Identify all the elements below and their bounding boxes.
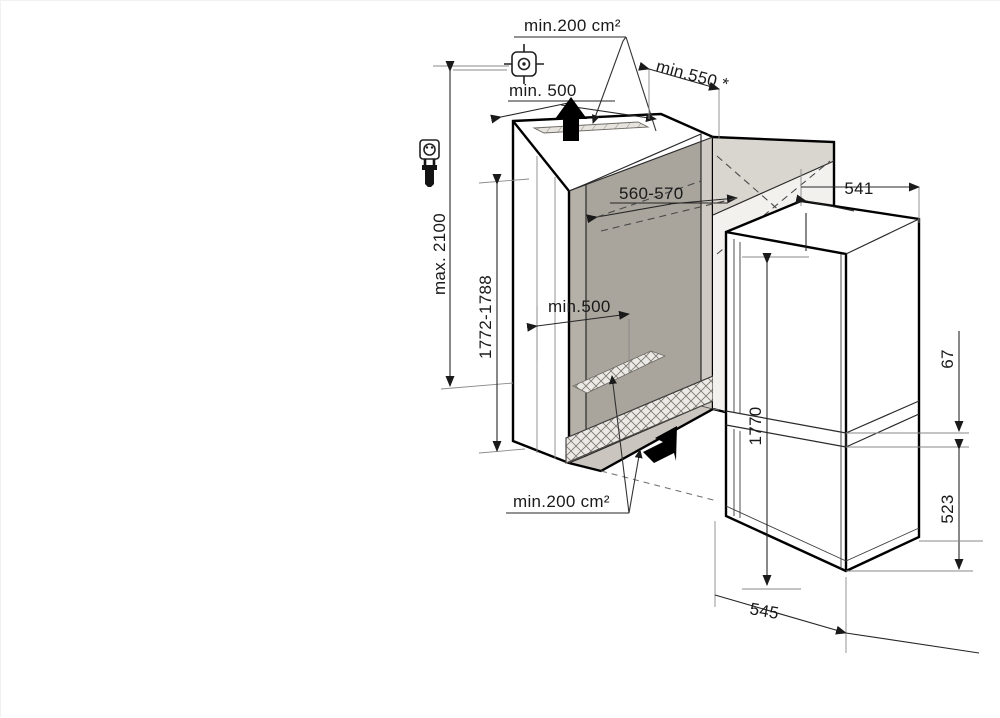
power-plug-icon [419,139,440,187]
appliance-door-gap-upper [725,410,847,434]
dim-vent-bottom-label: min.200 cm² [513,492,610,511]
appliance-door-gap-right [845,400,920,448]
dim-inner-depth-line [526,310,630,332]
dim-541-label: 541 [844,179,873,198]
dim-niche-height-range: 1772-1788 [476,174,530,454]
door-panel-top [713,137,834,215]
appliance-front-face [726,232,846,571]
niche-left-inner-wall [569,184,586,463]
dim-vent-bottom-leader-2 [628,449,643,514]
door-panel-inner-edge [712,160,835,216]
plug-body-shape [422,165,437,187]
dim-appliance-width: 541 [795,169,920,251]
dim-vent-top-label: min.200 cm² [524,16,621,35]
dim-range-ext-top [478,178,530,184]
plug-socket-hole-1 [425,146,429,149]
dim-inner-width-line-right [668,194,738,205]
socket-target-crosshair [504,44,544,84]
appliance-lower-door-hairline [733,429,741,518]
dim-max-label: max. 2100 [430,213,449,295]
dim-appliance-depth: 545 [714,521,983,654]
niche-top-vent-slot [532,121,650,134]
dim-545-label: 545 [748,599,780,623]
dim-niche-inner-depth: min.500 [526,297,630,373]
dim-door-lower-height: 523 [846,439,973,572]
dim-range-ext-bottom [478,448,526,454]
dim-523-label: 523 [938,494,957,523]
airflow-up-arrow-shape [555,97,587,141]
appliance-group [724,199,921,573]
dim-appliance-height: 1770 [742,253,809,590]
dim-inner-width-line-left [586,203,672,224]
niche-outer-outline [511,112,715,473]
niche-base-plate-hatch [572,350,667,394]
dim-niche-height-max: max. 2100 [430,61,514,390]
appliance-upper-door-hairline [733,239,741,414]
dim-niche-width-top: min. 500 [490,81,657,124]
airflow-in-arrow-icon [643,426,677,463]
niche-top-inner-edge [568,136,714,192]
dim-inner-depth-label: min.500 [548,297,611,316]
niche-grille-top-edge [565,375,714,439]
plug-socket-hole-2 [430,146,434,149]
dim-541-line-inner [795,194,855,212]
niche-cabinet-group [511,112,715,473]
dim-depth-line [638,61,720,91]
door-swing-dash [600,470,718,502]
dim-niche-inner-width: 560-570 [586,180,738,232]
niche-inner-floor [569,406,713,471]
socket-target-dot [522,62,526,66]
airflow-in-arrow-shape [643,426,677,463]
niche-left-wall-join [568,183,587,464]
dim-vent-bottom-area: min.200 cm² [506,375,643,514]
socket-target-circle [517,57,531,71]
appliance-top-right-edge [845,218,920,255]
dim-niche-width-line-left [490,101,574,124]
appliance-door-gap-lower [725,424,847,448]
dim-1770-label: 1770 [746,406,765,445]
plug-pins [423,159,436,165]
dim-vent-bottom-leader-1 [609,375,630,514]
dim-inner-width-label: 560-570 [619,184,684,203]
plug-socket-circle [423,143,436,156]
niche-floor-right-join [700,405,714,410]
socket-target-icon [453,44,544,84]
dim-range-label: 1772-1788 [476,275,495,359]
dim-vent-top-leader-1 [591,36,627,124]
appliance-plinth-line [725,505,920,562]
dim-545-line-ext [845,632,980,654]
dim-door-gap: 67 [846,331,969,448]
appliance-right-face [846,219,919,571]
plug-socket-box [419,139,440,160]
airflow-up-arrow-icon [555,97,587,141]
niche-right-inner-wall [701,134,713,409]
dim-niche-width-label: min. 500 [509,81,577,100]
dim-inner-width-dash-1 [596,180,702,218]
dim-67-label: 67 [938,349,957,369]
dim-545-line [714,594,847,635]
